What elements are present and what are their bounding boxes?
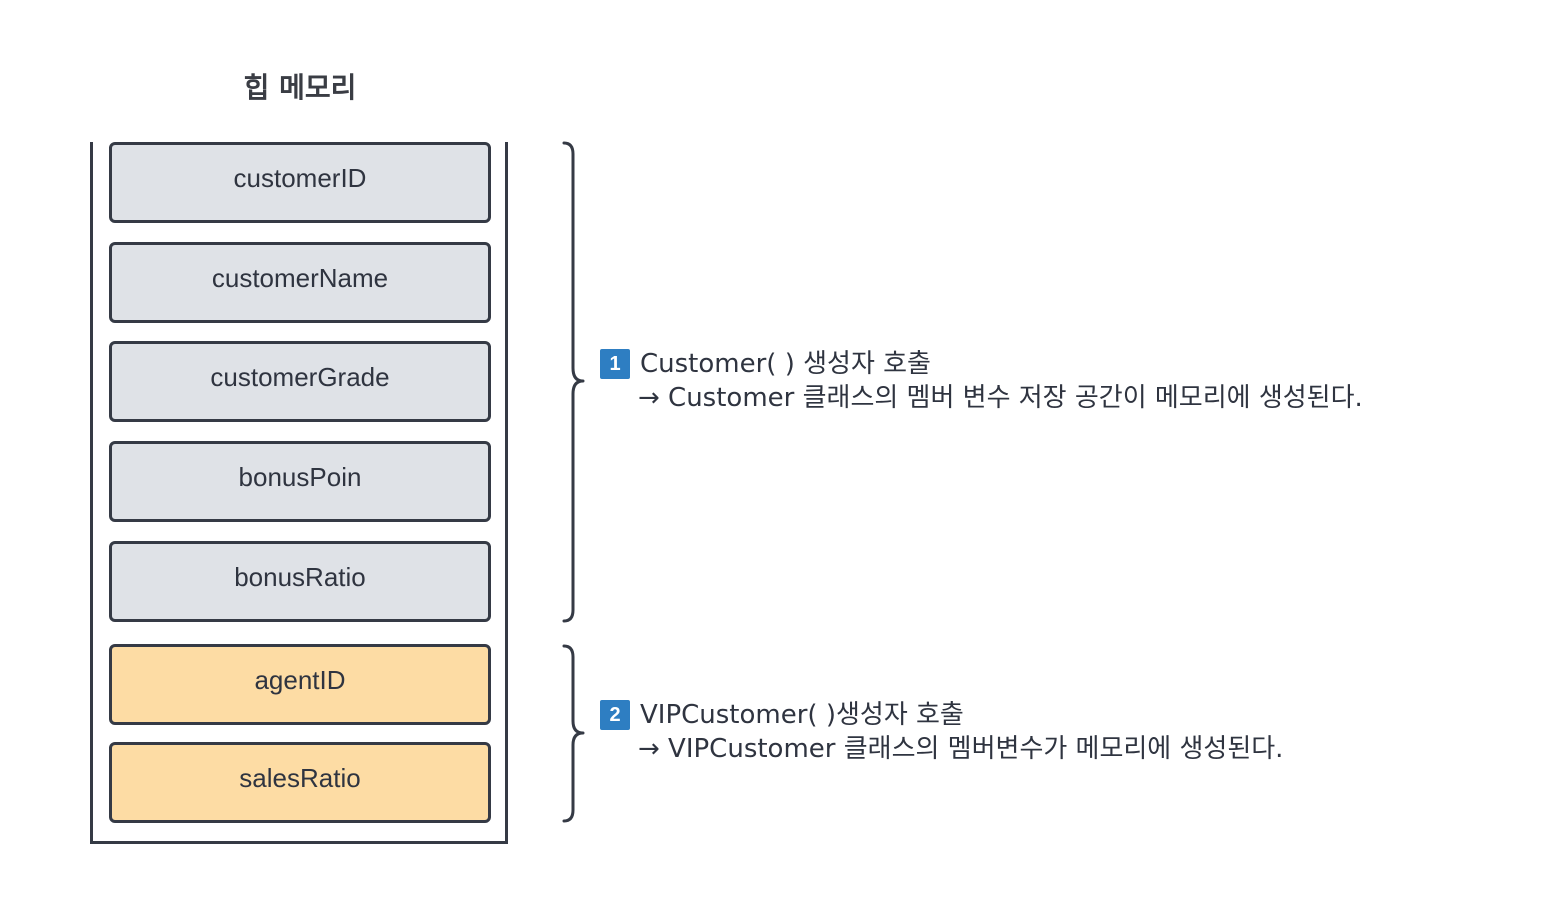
field-customer-name: customerName (109, 242, 491, 323)
customer-fields-brace (562, 141, 585, 623)
field-customer-grade: customerGrade (109, 341, 491, 422)
annotation-1-heading: Customer( ) 생성자 호출 (640, 349, 931, 379)
field-sales-ratio: salesRatio (109, 742, 491, 823)
heap-memory-container (90, 142, 508, 844)
annotation-customer-constructor: 1 Customer( ) 생성자 호출 → Customer 클래스의 멤버 … (600, 347, 1363, 415)
annotation-2-heading: VIPCustomer( )생성자 호출 (640, 700, 964, 730)
annotation-2-detail: → VIPCustomer 클래스의 멤버변수가 메모리에 생성된다. (638, 734, 1284, 764)
step-2-badge: 2 (600, 700, 630, 730)
field-bonus-poin: bonusPoin (109, 441, 491, 522)
field-bonus-ratio: bonusRatio (109, 541, 491, 622)
field-customer-id: customerID (109, 142, 491, 223)
field-agent-id: agentID (109, 644, 491, 725)
step-1-badge: 1 (600, 349, 630, 379)
heap-memory-title: 힙 메모리 (243, 71, 357, 104)
vip-fields-brace (562, 644, 585, 823)
annotation-1-detail: → Customer 클래스의 멤버 변수 저장 공간이 메모리에 생성된다. (638, 383, 1363, 413)
annotation-vip-constructor: 2 VIPCustomer( )생성자 호출 → VIPCustomer 클래스… (600, 698, 1283, 766)
